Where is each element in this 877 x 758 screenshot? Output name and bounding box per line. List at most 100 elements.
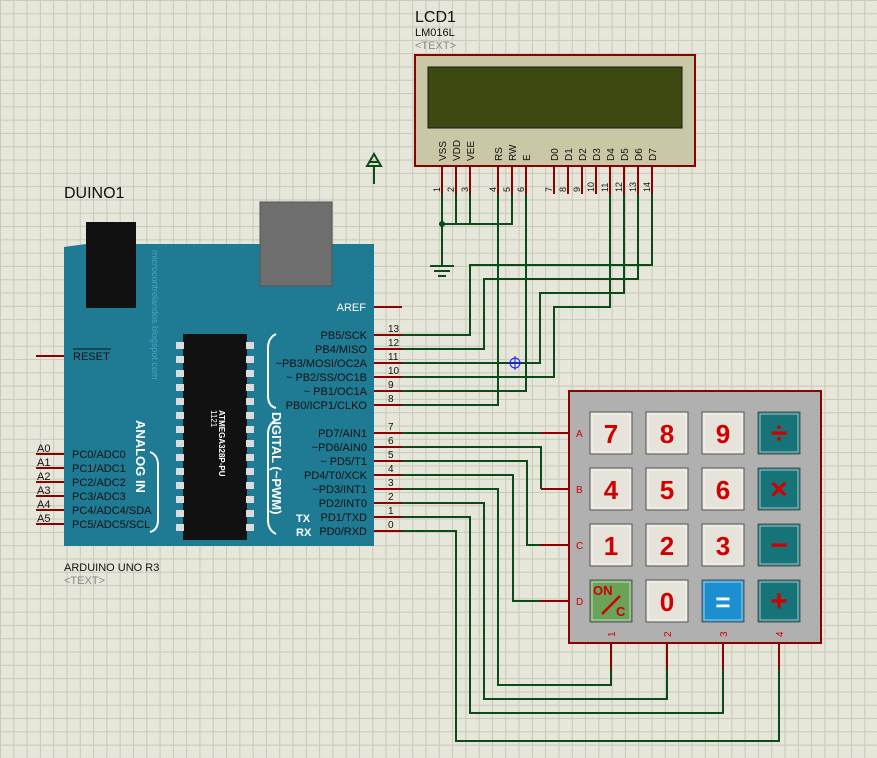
digital-pin-label: ~ PB1/OC1A	[304, 386, 368, 398]
svg-text:÷: ÷	[771, 417, 787, 450]
svg-text:−: −	[770, 529, 788, 562]
key-4[interactable]: 4	[589, 467, 633, 511]
key-8[interactable]: 8	[645, 411, 689, 455]
digital-pin-number: 0	[388, 520, 394, 531]
lcd-pin-number: 13	[628, 182, 638, 192]
chip-leg	[246, 454, 254, 461]
lcd-pin-label: D7	[648, 148, 659, 161]
analog-pin-label: PC3/ADC3	[72, 491, 126, 503]
chip-leg	[246, 510, 254, 517]
board-watermark: microcontrolandos.blogspot.com	[150, 250, 160, 380]
lcd-pin-label: VDD	[452, 140, 463, 161]
chip-leg	[176, 412, 184, 419]
arduino-component[interactable]: DUINO1 microcontrolandos.blogspot.com 1 1…	[36, 185, 402, 587]
chip-leg	[246, 468, 254, 475]
keypad-row-label: C	[576, 541, 583, 552]
key-0[interactable]: 0	[645, 579, 689, 623]
wire	[402, 194, 611, 378]
chip-leg	[246, 426, 254, 433]
lcd-text-placeholder: <TEXT>	[415, 40, 456, 52]
svg-text:5: 5	[660, 475, 674, 505]
key-multiply[interactable]: ×	[757, 467, 801, 511]
key-9[interactable]: 9	[701, 411, 745, 455]
digital-pin-label: ~PD3/INT1	[312, 484, 367, 496]
digital-pin-number: 5	[388, 450, 394, 461]
digital-lower-bracket	[267, 419, 277, 535]
digital-pin-number: 13	[388, 324, 400, 335]
svg-text:2: 2	[660, 531, 674, 561]
lcd-pin-number: 10	[586, 182, 596, 192]
power-jack	[86, 222, 136, 308]
key-2[interactable]: 2	[645, 523, 689, 567]
svg-text:7: 7	[604, 419, 618, 449]
chip-leg	[176, 370, 184, 377]
lcd-pin-number: 4	[488, 187, 498, 192]
svg-text:9: 9	[716, 419, 730, 449]
digital-pin-label: ~ PD5/T1	[320, 456, 367, 468]
digital-pin-label: PB4/MISO	[315, 344, 367, 356]
key-divide[interactable]: ÷	[757, 411, 801, 455]
analog-bracket	[149, 451, 159, 533]
chip-leg	[246, 440, 254, 447]
digital-title: DIGITAL (~PWM)	[269, 412, 284, 514]
lcd-screen	[427, 66, 683, 129]
key-on-clear[interactable]: ONC	[589, 579, 633, 623]
lcd-ref: LCD1	[415, 9, 456, 26]
analog-pin-tag: A3	[37, 485, 50, 497]
key-6[interactable]: 6	[701, 467, 745, 511]
lcd-pin-number: 2	[446, 187, 456, 192]
chip-leg	[176, 496, 184, 503]
svg-text:8: 8	[660, 419, 674, 449]
lcd-pin-label: RW	[508, 144, 519, 161]
chip-leg	[176, 454, 184, 461]
key-7[interactable]: 7	[589, 411, 633, 455]
usb-port	[259, 201, 333, 287]
svg-text:0: 0	[660, 587, 674, 617]
chip-leg	[176, 524, 184, 531]
svg-text:=: =	[715, 587, 730, 617]
wire	[402, 474, 541, 602]
ground-symbol	[430, 224, 454, 277]
keypad-row-label: A	[576, 429, 583, 440]
digital-pin-label: PD7/AIN1	[318, 428, 367, 440]
power-symbol	[365, 152, 383, 184]
wire	[402, 460, 541, 546]
svg-text:C: C	[616, 604, 626, 619]
digital-pin-number: 3	[388, 478, 394, 489]
lcd-component[interactable]: LCD1 LM016L <TEXT> VSS1VDD2VEE3RS4RW5E6D…	[414, 9, 696, 194]
analog-pin-label: PC2/ADC2	[72, 477, 126, 489]
chip-leg	[246, 370, 254, 377]
svg-text:ON: ON	[593, 583, 613, 598]
lcd-pin-label: D2	[578, 148, 589, 161]
lcd-pin-label: D0	[550, 148, 561, 161]
lcd-pin-number: 3	[460, 187, 470, 192]
key-plus[interactable]: +	[757, 579, 801, 623]
wire	[442, 194, 513, 225]
rx-label: RX	[296, 527, 312, 539]
analog-pin-tag: A0	[37, 443, 50, 455]
key-minus[interactable]: −	[757, 523, 801, 567]
svg-text:6: 6	[716, 475, 730, 505]
chip-leg	[176, 426, 184, 433]
key-5[interactable]: 5	[645, 467, 689, 511]
key-1[interactable]: 1	[589, 523, 633, 567]
wires	[402, 194, 780, 742]
wire	[402, 488, 612, 686]
digital-pin-label: PD4/T0/XCK	[304, 470, 368, 482]
lcd-pin-number: 14	[642, 182, 652, 192]
chip-name: ATMEGA328P-PU	[217, 410, 226, 477]
key-3[interactable]: 3	[701, 523, 745, 567]
svg-text:4: 4	[604, 475, 619, 505]
keypad-row-label: D	[576, 597, 583, 608]
lcd-pin-number: 11	[600, 183, 610, 192]
arduino-ref: DUINO1	[64, 185, 125, 202]
chip-leg	[246, 356, 254, 363]
digital-pin-label: PD0/RXD	[319, 526, 367, 538]
analog-pin-tag: A4	[37, 499, 50, 511]
key-equals[interactable]: =	[701, 579, 745, 623]
digital-pin-number: 1	[388, 506, 394, 517]
lcd-pin-number: 12	[614, 182, 624, 192]
chip-leg	[246, 524, 254, 531]
